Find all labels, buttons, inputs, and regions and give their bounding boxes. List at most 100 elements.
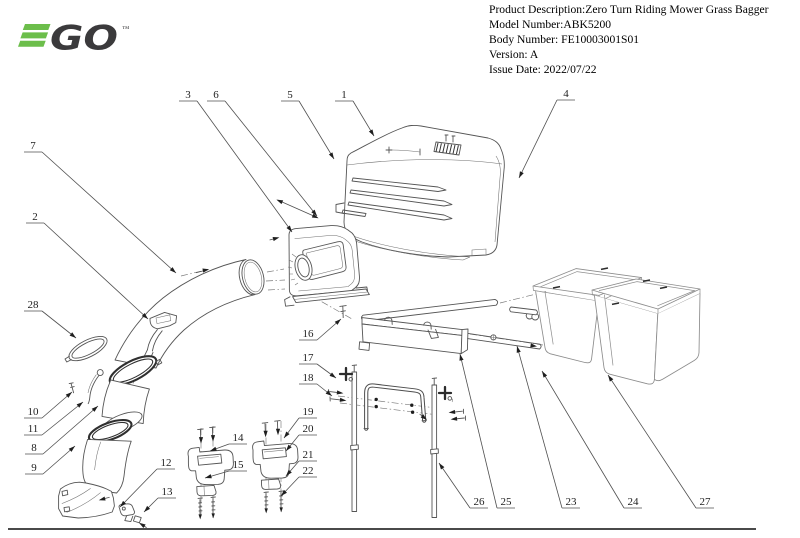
part-discharge-hood	[284, 225, 370, 307]
part-u-handle-frame	[363, 383, 427, 431]
svg-text:3: 3	[185, 89, 191, 101]
callout-27: 27	[607, 374, 714, 509]
part-clamp-band-lower	[87, 418, 133, 444]
logo-go-text: GO	[50, 19, 118, 59]
logo-bar	[18, 40, 46, 47]
part-mount-bracket-right	[252, 420, 299, 514]
svg-text:9: 9	[31, 462, 37, 474]
part-support-rod	[361, 298, 538, 322]
title-line-product-description: Product Description:Zero Turn Riding Mow…	[489, 3, 769, 16]
svg-text:12: 12	[161, 457, 172, 469]
svg-text:20: 20	[303, 423, 315, 435]
svg-text:7: 7	[30, 140, 36, 152]
svg-text:11: 11	[28, 423, 39, 435]
part-deflector-shoe	[58, 481, 115, 519]
svg-text:16: 16	[303, 328, 315, 340]
part-cable	[87, 369, 104, 405]
callout-9: 9	[25, 445, 76, 475]
callout-16: 16	[299, 318, 342, 341]
svg-text:2: 2	[32, 211, 38, 223]
part-latch	[118, 503, 142, 524]
callout-10: 10	[24, 391, 73, 419]
part-support-beam	[339, 305, 542, 355]
svg-text:10: 10	[28, 406, 40, 418]
bin-rim-latches	[552, 267, 668, 306]
callout-15: 15	[204, 459, 247, 479]
svg-text:18: 18	[303, 372, 315, 384]
callout-1: 1	[335, 89, 375, 137]
part-hood-inlet	[287, 253, 313, 286]
callout-28: 28	[24, 299, 77, 339]
part-chute-tube	[114, 259, 265, 369]
part-chute-elbow	[82, 438, 132, 494]
logo-e-bars	[18, 24, 51, 47]
bottom-rule	[8, 528, 756, 531]
svg-text:27: 27	[700, 496, 712, 508]
svg-text:26: 26	[474, 496, 486, 508]
callout-4: 4	[518, 88, 575, 179]
callout-14: 14	[209, 432, 247, 452]
logo-bar	[22, 24, 51, 30]
callout-22: 22	[280, 465, 317, 497]
svg-text:14: 14	[233, 432, 245, 444]
svg-text:6: 6	[213, 89, 219, 101]
beam-bolt	[339, 305, 347, 319]
callout-21: 21	[285, 449, 317, 477]
svg-text:13: 13	[162, 486, 174, 498]
rail-bolt	[490, 334, 497, 341]
part-pin	[68, 382, 75, 394]
callout-19: 19	[283, 406, 317, 439]
part-top-cover	[335, 124, 505, 261]
callout-24: 24	[541, 370, 642, 509]
logo-tm: ™	[122, 24, 130, 33]
title-line-version: Version: A	[489, 47, 539, 61]
svg-text:8: 8	[31, 442, 37, 454]
svg-text:19: 19	[303, 406, 315, 418]
part-clamp-ring	[64, 336, 108, 363]
callout-6: 6	[207, 89, 318, 217]
title-line-body-number: Body Number: FE10003001S01	[489, 32, 640, 46]
callout-23: 23	[516, 345, 580, 509]
callout-13: 13	[143, 486, 176, 513]
callout-7: 7	[24, 140, 177, 274]
title-line-issue-date: Issue Date: 2022/07/22	[489, 62, 597, 76]
callout-2: 2	[26, 211, 149, 320]
part-grille-vent	[433, 134, 462, 156]
svg-text:5: 5	[287, 89, 293, 101]
svg-text:24: 24	[628, 496, 640, 508]
assembly-arrows	[98, 199, 537, 529]
logo-bar	[20, 32, 49, 39]
part-vertical-rod-left	[350, 364, 359, 512]
svg-text:22: 22	[303, 465, 314, 477]
part-vertical-rod-right	[430, 377, 439, 518]
title-line-model-number: Model Number:ABK5200	[489, 17, 612, 31]
callout-17: 17	[299, 352, 337, 379]
part-mount-bracket-left	[187, 426, 234, 520]
part-bin-left	[532, 268, 643, 364]
frame-screws	[328, 389, 467, 421]
part-bin-right	[591, 278, 701, 385]
svg-text:17: 17	[303, 352, 315, 364]
callout-25: 25	[459, 353, 515, 509]
callout-8: 8	[25, 405, 99, 455]
callout-12: 12	[119, 457, 175, 508]
svg-text:15: 15	[233, 459, 245, 471]
wing-bolt-right	[437, 385, 453, 403]
callout-26: 26	[438, 462, 488, 509]
ego-logo: GO ™	[18, 19, 130, 59]
svg-text:4: 4	[563, 88, 569, 100]
callout-3: 3	[179, 89, 293, 233]
callout-5: 5	[281, 89, 335, 160]
wing-bolt-left	[338, 366, 354, 382]
svg-text:1: 1	[341, 89, 347, 101]
callout-11: 11	[24, 401, 84, 436]
svg-text:21: 21	[303, 449, 314, 461]
callout-20: 20	[285, 423, 317, 452]
callout-18: 18	[299, 372, 333, 397]
svg-text:25: 25	[501, 496, 513, 508]
svg-text:28: 28	[28, 299, 40, 311]
title-block: Product Description:Zero Turn Riding Mow…	[489, 3, 795, 78]
